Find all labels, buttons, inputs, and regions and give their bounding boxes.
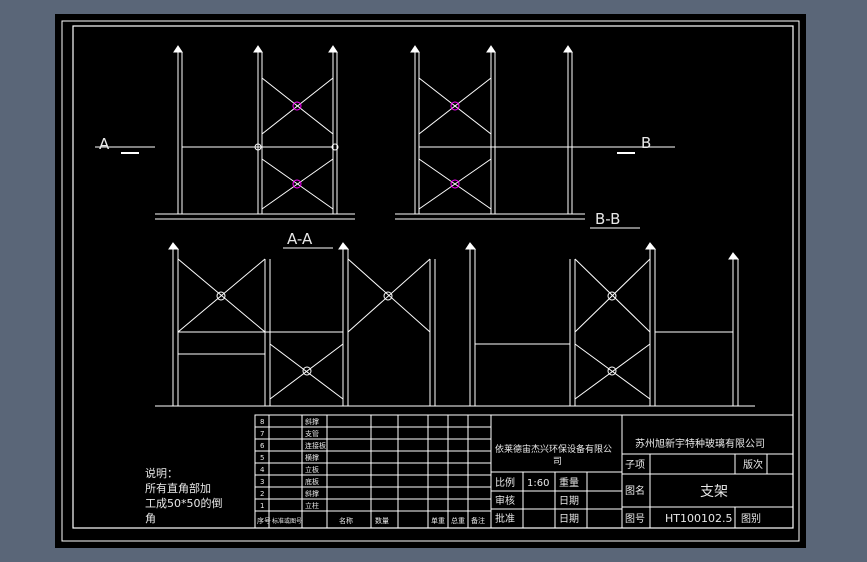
drawing-name: 支架 [700, 484, 728, 500]
bom-row-name: 立柱 [305, 501, 319, 510]
bom-row-no: 4 [260, 466, 265, 474]
view-label-aa: A-A [287, 230, 313, 248]
bom-row-name: 横撑 [305, 453, 319, 462]
bom-row-no: 5 [260, 454, 264, 462]
note-line2: 所有直角部加 [145, 481, 211, 495]
bom-header: 序号 [257, 516, 271, 525]
date-label: 日期 [559, 513, 579, 525]
scale-value: 1:60 [527, 478, 549, 489]
bom-row-no: 8 [260, 418, 264, 426]
inner-frame [72, 25, 794, 529]
outer-frame [61, 20, 800, 542]
company-name: 苏州旭新宇特种玻璃有限公司 [635, 437, 765, 450]
drawing-no-label: 图号 [625, 513, 645, 525]
section-bb-view [455, 242, 755, 407]
cad-canvas: A B B-B A-A [61, 20, 800, 542]
view-label-bb: B-B [595, 210, 620, 228]
top-right-elevation [395, 45, 615, 220]
view-label-a: A [99, 135, 110, 153]
bom-header: 单重 [431, 516, 445, 525]
bom-row-no: 6 [260, 442, 265, 450]
client-name-cont: 司 [553, 456, 562, 467]
bom-row-name: 斜撑 [305, 417, 319, 426]
client-name: 依莱德宙杰兴环保设备有限公 [495, 443, 612, 455]
bom-row-no: 7 [260, 430, 264, 438]
section-aa-view [155, 242, 485, 407]
approve-label: 批准 [495, 512, 515, 525]
bom-header: 备注 [471, 516, 485, 525]
scale-label: 比例 [495, 476, 515, 489]
top-left-elevation [155, 45, 355, 220]
sheet-label: 图别 [741, 513, 761, 525]
drawing-no-value: HT100102.5 [665, 512, 732, 525]
bom-row-name: 立板 [305, 465, 319, 474]
title-block [254, 414, 794, 529]
bom-row-name: 斜撑 [305, 489, 319, 498]
bom-row-no: 2 [260, 490, 264, 498]
bom-row-no: 1 [260, 502, 264, 510]
view-label-b: B [641, 134, 651, 152]
note-line1: 说明： [145, 466, 178, 480]
revision-label: 版次 [743, 458, 763, 471]
subitem-label: 子项 [625, 459, 645, 471]
weight-label: 重量 [559, 476, 579, 489]
review-label: 审核 [495, 494, 515, 507]
bom-row-lines [255, 426, 491, 512]
bom-row-name: 支管 [305, 429, 319, 438]
note-line3: 工成50*50的倒 [145, 496, 223, 510]
bom-row-name: 连接板 [305, 441, 326, 450]
bom-header: 名称 [339, 516, 353, 525]
bom-header: 总重 [451, 516, 465, 525]
bom-header: 标准或图号 [272, 517, 302, 525]
bom-row-no: 3 [260, 478, 264, 486]
bom-row-name: 底板 [305, 477, 319, 486]
note-line4: 角 [145, 512, 156, 525]
name-label: 图名 [625, 484, 645, 497]
date-label: 日期 [559, 495, 579, 507]
cad-drawing-sheet: A B B-B A-A [55, 14, 806, 548]
bom-header: 数量 [375, 516, 389, 525]
